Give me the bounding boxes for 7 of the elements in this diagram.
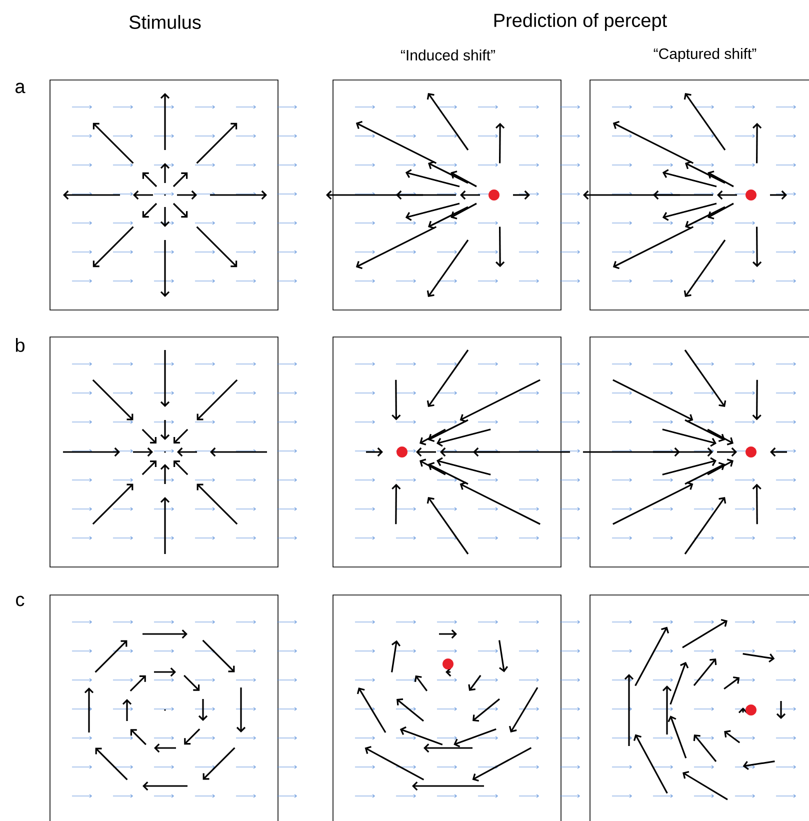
column-subheading: “Captured shift” [654, 48, 756, 62]
column-heading: Stimulus [129, 15, 201, 29]
panel-letter: b [16, 338, 24, 352]
column-heading: Prediction of percept [494, 13, 667, 31]
column-subheading: “Induced shift” [401, 50, 495, 60]
panel-letter: c [16, 596, 24, 606]
panel-letter: a [16, 82, 26, 94]
